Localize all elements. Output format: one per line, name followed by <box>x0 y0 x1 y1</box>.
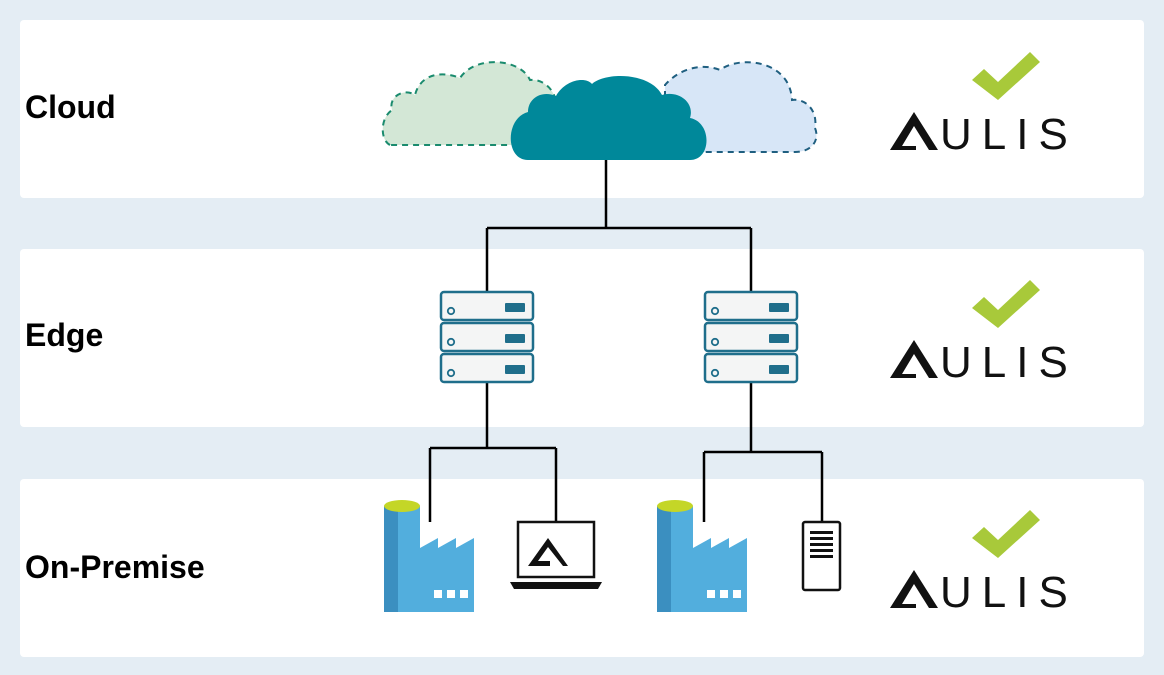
cloud-main-icon <box>510 76 707 160</box>
factory-right-icon <box>657 500 747 612</box>
tier-label-edge: Edge <box>25 317 104 353</box>
check-icon-edge <box>972 280 1040 328</box>
laptop-icon <box>510 520 602 589</box>
cloud-to-edge-line <box>485 160 753 292</box>
aulis-logo-on-premise: ULIS <box>890 568 1078 617</box>
cloud-green-icon <box>381 61 557 146</box>
edge-left-to-onprem-line <box>428 382 558 522</box>
tier-panel-edge: Edge <box>20 249 1144 427</box>
edge-right-to-onprem-line <box>702 382 824 522</box>
tower-server-icon <box>801 520 842 592</box>
edge-server-left-icon <box>441 292 533 382</box>
aulis-logo-edge: ULIS <box>890 338 1078 387</box>
check-icon-on-premise <box>972 510 1040 558</box>
aulis-logo-cloud: ULIS <box>890 110 1078 159</box>
tier-label-cloud: Cloud <box>25 89 116 125</box>
aulis-wordmark-on-premise: ULIS <box>940 568 1078 617</box>
tier-label-on-premise: On-Premise <box>25 549 205 585</box>
aulis-wordmark-cloud: ULIS <box>940 110 1078 159</box>
aulis-wordmark-edge: ULIS <box>940 338 1078 387</box>
edge-server-right-icon <box>705 292 797 382</box>
connection-lines <box>428 160 824 522</box>
cloud-icon-group <box>381 61 818 160</box>
check-icon-cloud <box>972 52 1040 100</box>
